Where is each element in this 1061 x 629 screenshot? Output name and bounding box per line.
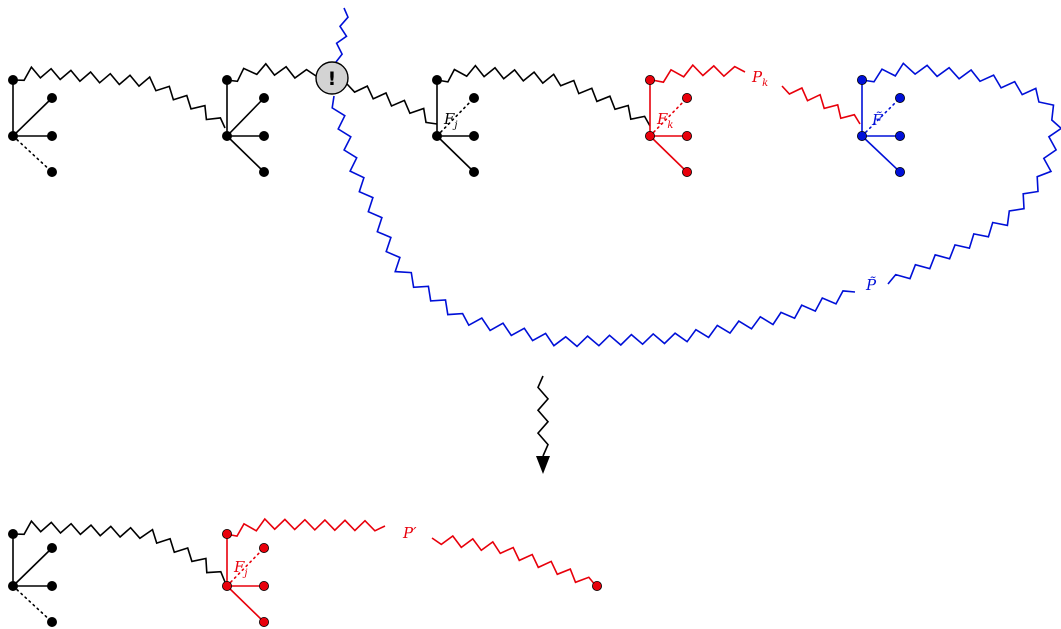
path-ptilde-blue-1 (861, 62, 1061, 285)
btree1-edge-diag (12, 547, 53, 587)
label-pprime: P′ (402, 524, 417, 542)
tree-fj-root-node (431, 130, 442, 141)
path-pprime-red-2 (431, 534, 597, 587)
tree2-right-node (258, 130, 269, 141)
label-fj-top: Fj (443, 110, 458, 131)
path-p-black-2 (225, 62, 317, 83)
path-pk-red-2 (781, 85, 861, 125)
special-vertex-glyph: ! (328, 68, 337, 90)
path-p-black-3 (346, 83, 438, 125)
tree1-diag-node (47, 93, 58, 104)
tree-ftilde-edge-down (861, 135, 901, 173)
tree-fj-top-node (431, 75, 442, 86)
path-p-black-4 (436, 64, 651, 127)
tree2-diag-node (258, 93, 269, 104)
tree1-top-node (7, 75, 18, 86)
tree-fk-edge-down (649, 135, 688, 173)
tree-ftilde-right-node (895, 130, 906, 141)
tree-fk-diag-node (682, 93, 693, 104)
btree1-dotted-node (47, 617, 58, 628)
tree2-top-node (221, 75, 232, 86)
tree2-edge-diag (226, 97, 265, 137)
btree1-right-node (47, 581, 58, 592)
tree-ftilde-root-node (857, 130, 868, 141)
tree2-down-node (258, 166, 269, 177)
tree-ftilde-diag-node (895, 93, 906, 104)
nodes-layer (7, 75, 906, 628)
btree-fj-edge-diag (226, 547, 265, 587)
label-ptilde: P̃ (865, 276, 877, 294)
tree-fk-top-node (645, 75, 656, 86)
label-fk: Fk (656, 110, 673, 131)
tree-fj-diag-node (468, 93, 479, 104)
tree1-dotted-node (47, 166, 58, 177)
tree2-root-node (221, 130, 232, 141)
path-p-black-1 (12, 65, 226, 129)
btree1-diag-node (47, 543, 58, 554)
transform-arrow-head (536, 456, 550, 474)
special-vertex: ! (315, 61, 349, 95)
path-blue-up (335, 7, 349, 63)
path-ptilde-blue-2 (331, 95, 856, 348)
tree-fk-right-node (682, 130, 693, 141)
btree1-edge-dotted (12, 585, 53, 623)
btree-fj-root-node (221, 581, 232, 592)
pprime-end-node (592, 581, 603, 592)
path-pk-red-1 (651, 63, 746, 84)
path-bottom-black (12, 519, 226, 583)
tree-ftilde-top-node (857, 75, 868, 86)
tree1-edge-dotted (12, 135, 53, 173)
btree1-root-node (7, 581, 18, 592)
btree-fj-top-node (221, 529, 232, 540)
btree-fj-edge-down (226, 585, 265, 623)
path-pprime-red-1 (225, 517, 386, 537)
tree-ftilde-edge-diag (861, 97, 901, 137)
tree-fj-edge-down (436, 135, 475, 173)
btree-fj-down-node (258, 617, 269, 628)
btree1-top-node (7, 529, 18, 540)
btree-fj-diag-node (258, 543, 269, 554)
edges-layer (12, 7, 1061, 623)
tree-fj-down-node (468, 166, 479, 177)
tree2-edge-down (226, 135, 265, 173)
tree-fj-edge-diag (436, 97, 475, 137)
btree-fj-right-node (258, 581, 269, 592)
tree-ftilde-down-node (895, 166, 906, 177)
tree-fj-right-node (468, 130, 479, 141)
tree-fk-root-node (645, 130, 656, 141)
tree1-root-node (7, 130, 18, 141)
label-ftilde: F̃ (871, 111, 883, 129)
tree-fk-edge-diag (649, 97, 688, 137)
tree1-edge-diag (12, 97, 53, 137)
transform-arrow-shaft (536, 375, 550, 457)
label-fj-bottom: Fj (233, 558, 248, 579)
tree1-right-node (47, 130, 58, 141)
tree-fk-down-node (682, 166, 693, 177)
label-pk: Pk (751, 68, 768, 89)
